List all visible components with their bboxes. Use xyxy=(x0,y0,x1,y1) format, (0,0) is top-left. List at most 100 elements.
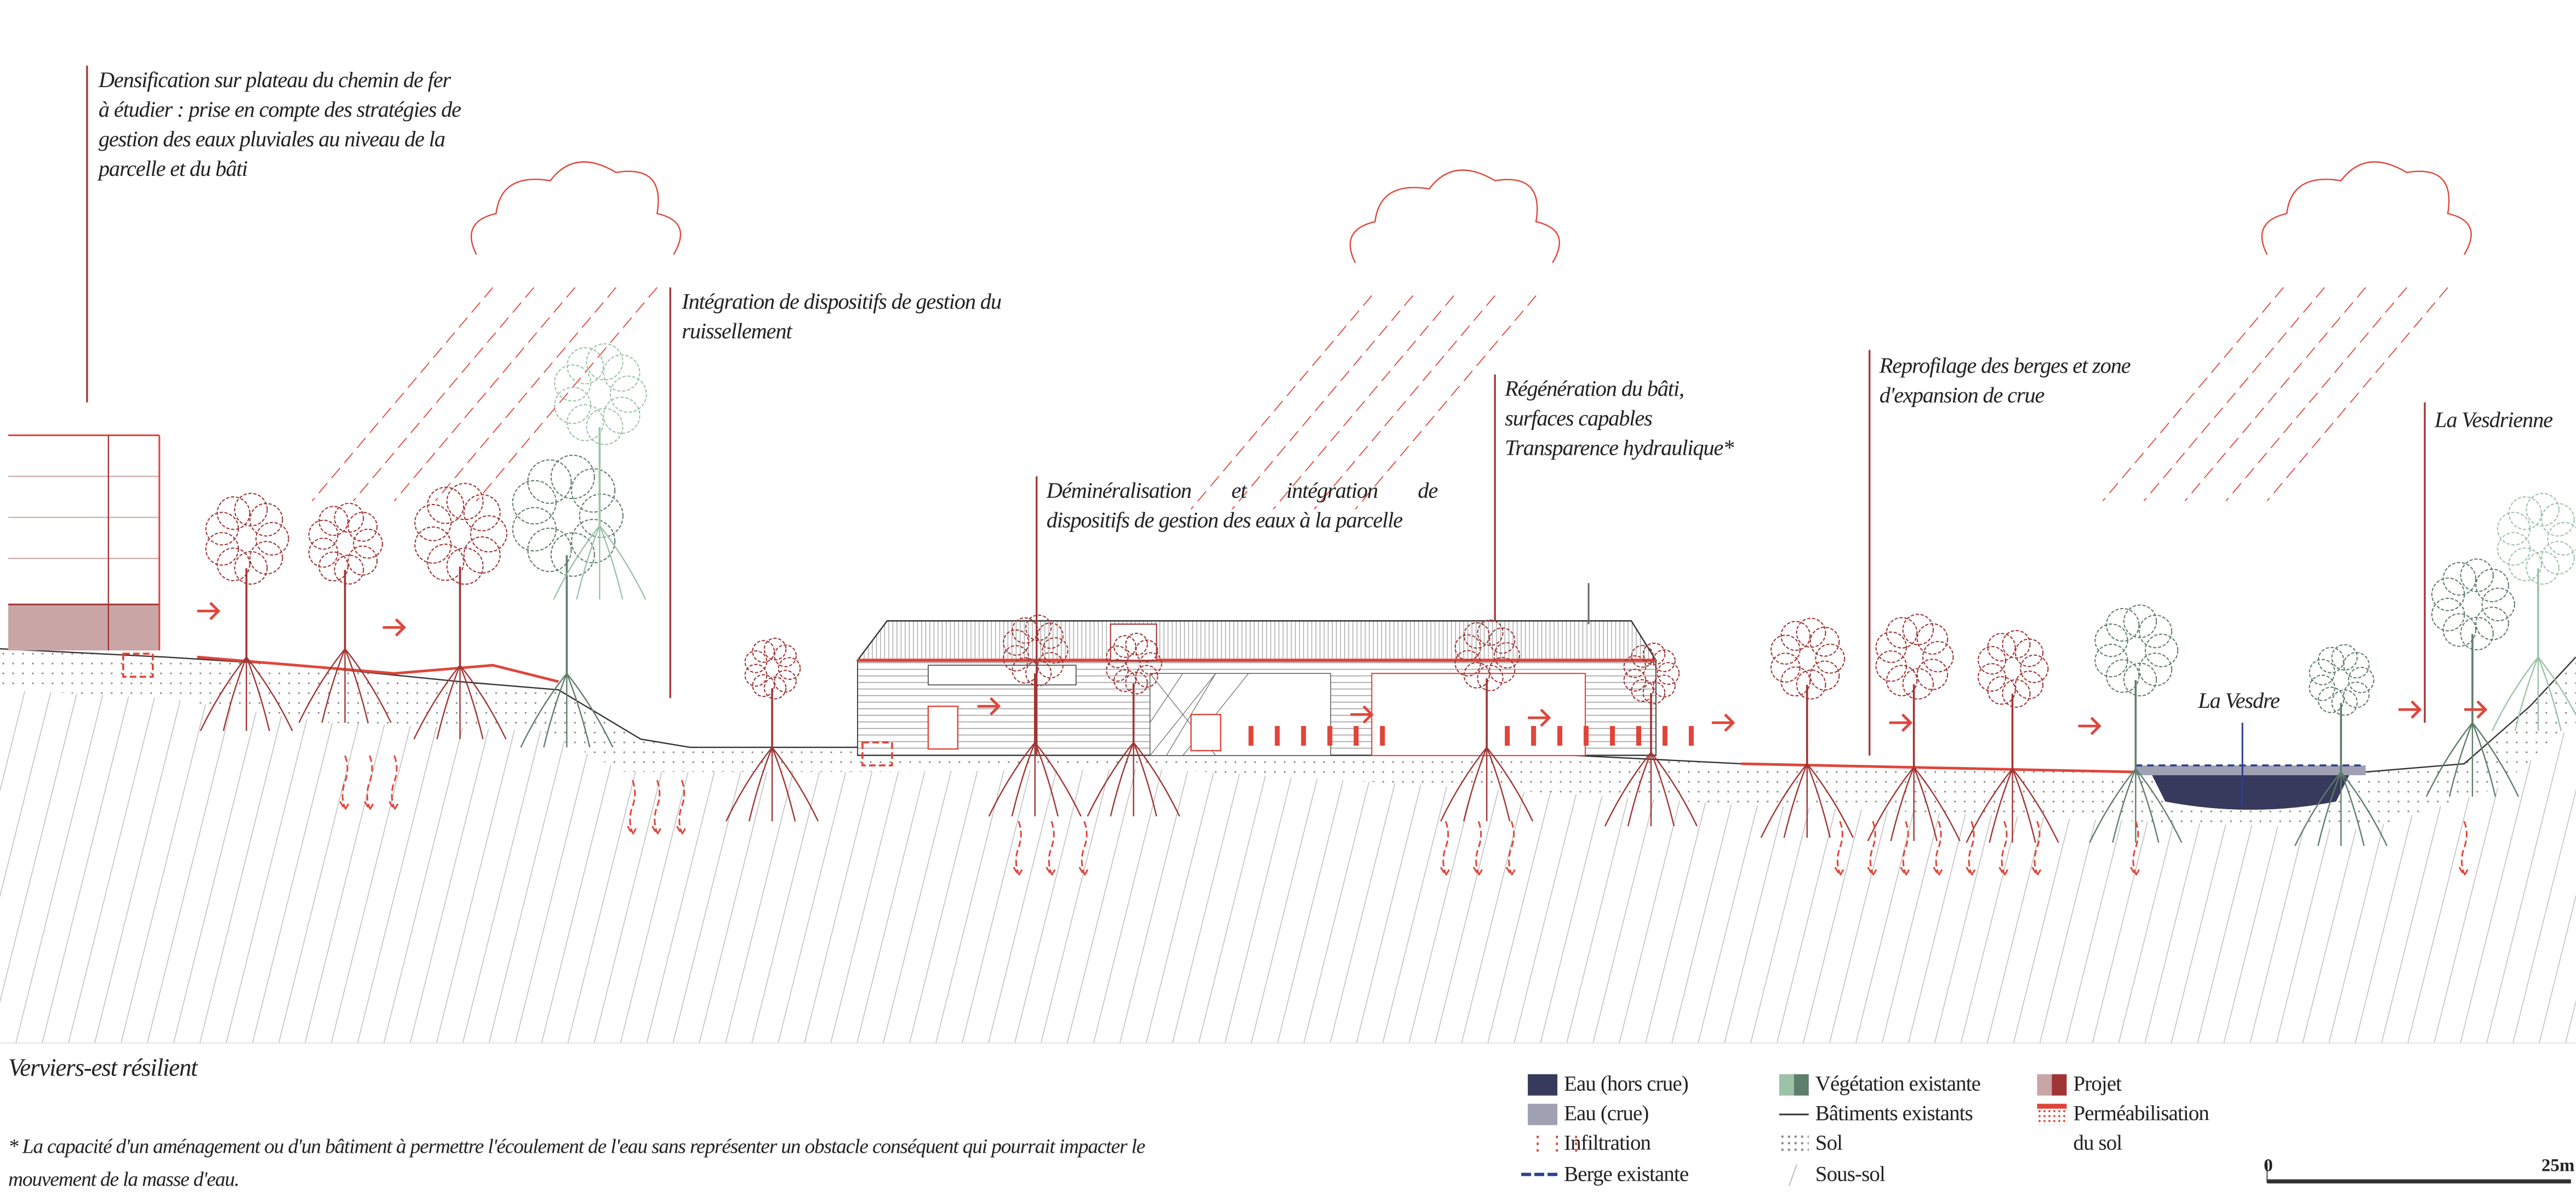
rain-line xyxy=(2225,287,2407,501)
infiltration-arrow xyxy=(1505,821,1517,877)
rain-line xyxy=(2102,287,2284,501)
infiltration-arrow xyxy=(676,780,688,836)
rain-line xyxy=(2266,287,2448,501)
legend-permeabilisation-2: du sol xyxy=(2073,1130,2122,1157)
infiltration-arrow xyxy=(2458,821,2470,877)
arrow-right-icon xyxy=(2398,700,2422,719)
hatch-icon xyxy=(1779,1164,1809,1186)
legend-label: Eau (crue) xyxy=(1564,1100,1649,1125)
sol xyxy=(0,649,2576,829)
person-icon xyxy=(1301,726,1306,746)
rain-line xyxy=(435,287,616,501)
person-icon xyxy=(1275,726,1280,746)
infiltration-arrow xyxy=(1834,821,1846,877)
person-icon xyxy=(1505,726,1510,746)
flow-arrows xyxy=(197,602,2488,735)
infiltration-arrow xyxy=(1078,821,1090,877)
tree-icon xyxy=(726,637,819,822)
person-icon xyxy=(1584,726,1589,746)
rain-lines xyxy=(311,287,2448,510)
label-la-vesdre: La Vesdre xyxy=(2198,688,2280,713)
annotation-regeneration: Régénération du bâti, surfaces capables … xyxy=(1505,375,1932,463)
scale-start: 0 xyxy=(2264,1156,2273,1176)
annotation-line: Déminéralisation et intégration de xyxy=(1046,478,1438,503)
infiltration-arrow xyxy=(1472,821,1484,877)
arrow-right-icon xyxy=(1350,705,1374,724)
legend-label: Végétation existante xyxy=(1815,1071,1981,1096)
infiltration-arrow xyxy=(2031,821,2043,877)
tree-icon xyxy=(2425,558,2520,797)
annotation-line: dispositifs de gestion des eaux à la par… xyxy=(1046,507,1403,533)
arrow-right-icon xyxy=(1528,708,1551,727)
rain-line xyxy=(1272,295,1454,510)
river-water xyxy=(2152,775,2350,810)
infiltration-arrow xyxy=(364,755,375,811)
cloud-icon xyxy=(471,161,682,255)
trees xyxy=(199,343,2576,846)
legend-label: Sous-sol xyxy=(1815,1161,1886,1186)
legend-label: du sol xyxy=(2073,1130,2122,1155)
infiltration-arrow xyxy=(626,780,638,836)
arrow-right-icon xyxy=(977,697,1001,716)
infiltration-arrow xyxy=(2130,821,2141,877)
cloud-icon xyxy=(1349,169,1560,264)
swatch-icon xyxy=(2052,1073,2067,1095)
tree-icon xyxy=(1867,614,1961,842)
annotation-line: à étudier : prise en compte des stratégi… xyxy=(98,96,461,122)
tree-icon xyxy=(2294,644,2388,846)
scale-bar xyxy=(2267,1179,2571,1184)
swatch-icon xyxy=(2037,1073,2052,1095)
arrow-right-icon xyxy=(197,602,221,620)
infiltration-arrow xyxy=(1440,821,1452,877)
legend-label: Eau (hors crue) xyxy=(1564,1071,1689,1096)
arrow-right-icon xyxy=(382,618,406,637)
tree-icon xyxy=(413,483,507,740)
infiltration-arrow xyxy=(1867,821,1878,877)
rain-line xyxy=(311,287,494,501)
infiltration-arrow xyxy=(1966,821,1977,877)
infiltration-arrow xyxy=(1900,821,1911,877)
annotation-leaders xyxy=(86,65,2426,756)
person-icon xyxy=(1531,726,1537,746)
infiltration-arrow xyxy=(339,755,351,811)
infiltration-arrow xyxy=(1933,821,1944,877)
legend-eau-crue: Eau (crue) xyxy=(1528,1100,1649,1127)
tree-icon xyxy=(199,493,293,731)
footnote-line: mouvement de la masse d'eau. xyxy=(8,1168,239,1191)
annotation-line: parcelle et du bâti xyxy=(98,156,248,181)
arrow-right-icon xyxy=(1711,713,1735,732)
tree-icon xyxy=(298,502,392,723)
legend-sous-sol: Sous-sol xyxy=(1779,1161,1886,1188)
sous-sol xyxy=(0,690,2576,1043)
infiltration-arrows xyxy=(339,755,2470,877)
dots-icon xyxy=(1779,1132,1809,1154)
annotation-line: surfaces capables xyxy=(1505,405,1653,431)
infiltration-arrow xyxy=(651,780,663,836)
legend-eau-hors-crue: Eau (hors crue) xyxy=(1528,1071,1689,1097)
legend-label: Sol xyxy=(1815,1130,1843,1155)
swatch-icon xyxy=(1794,1073,1809,1095)
tree-icon xyxy=(1087,632,1180,817)
legend-label: Perméabilisation xyxy=(2073,1100,2209,1125)
rain-line xyxy=(1190,295,1373,510)
swatch-icon xyxy=(1779,1073,1794,1095)
rain-line xyxy=(1231,295,1413,510)
cloud-icon xyxy=(2261,161,2472,255)
rain-line xyxy=(393,287,575,501)
legend-batiments: Bâtiments existants xyxy=(1779,1101,1973,1127)
legend-label: Bâtiments existants xyxy=(1815,1100,1973,1125)
person-icon xyxy=(1327,726,1333,746)
rain-line xyxy=(1313,295,1495,510)
tree-icon xyxy=(1440,619,1534,822)
tree-icon xyxy=(553,343,647,600)
annotation-line: Densification sur plateau du chemin de f… xyxy=(98,67,451,92)
existing-building xyxy=(856,583,1658,766)
annotation-line: Intégration de dispositifs de gestion du xyxy=(682,289,1002,314)
annotation-ruissellement: Intégration de dispositifs de gestion du… xyxy=(682,288,1109,347)
infiltration-arrow xyxy=(1998,821,2010,877)
rain-line xyxy=(476,287,658,501)
drawing-title: Verviers-est résilient xyxy=(8,1056,198,1083)
person-icon xyxy=(1380,726,1385,746)
